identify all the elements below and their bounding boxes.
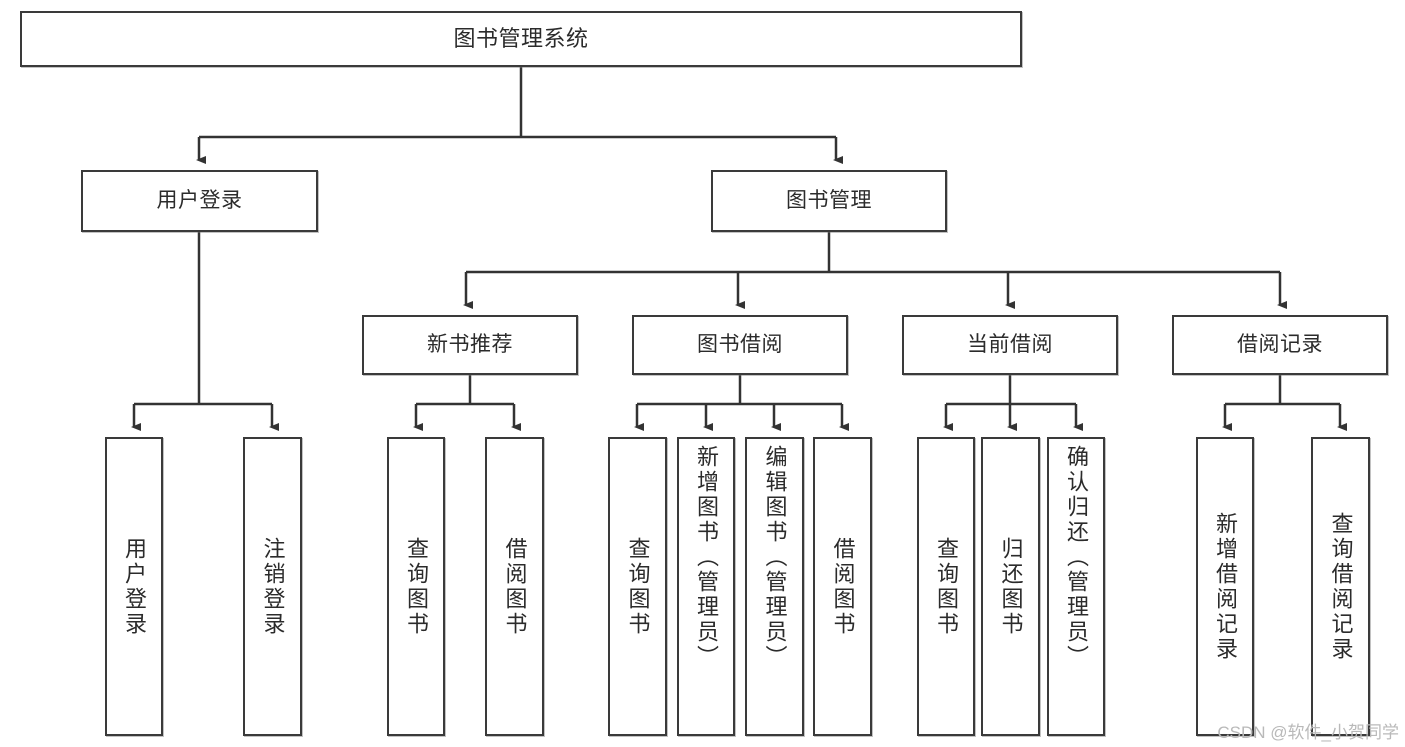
leaf-logout-login-label: 注销登录 (260, 536, 286, 637)
node-book-borrow[interactable]: 图书借阅 (632, 315, 848, 375)
leaf-query-book-3[interactable]: 查询图书 (917, 437, 975, 736)
leaf-query-borrow-record[interactable]: 查询借阅记录 (1311, 437, 1370, 736)
leaf-add-borrow-record-label: 新增借阅记录 (1213, 511, 1238, 662)
leaf-query-book-3-label: 查询图书 (934, 536, 959, 637)
leaf-edit-book-admin[interactable]: 编辑图书（管理员） (745, 437, 804, 736)
node-user-login-label: 用户登录 (156, 188, 243, 212)
leaf-query-borrow-record-label: 查询借阅记录 (1328, 511, 1354, 662)
leaf-query-book-2-label: 查询图书 (625, 536, 651, 637)
leaf-borrow-book-1[interactable]: 借阅图书 (485, 437, 544, 736)
leaf-borrow-book-1-label: 借阅图书 (502, 536, 528, 637)
node-current-borrow[interactable]: 当前借阅 (902, 315, 1118, 375)
node-root-label: 图书管理系统 (453, 26, 589, 52)
node-book-borrow-label: 图书借阅 (697, 332, 783, 356)
leaf-borrow-book-2[interactable]: 借阅图书 (813, 437, 872, 736)
node-book-manage-label: 图书管理 (786, 188, 872, 212)
node-borrow-record-label: 借阅记录 (1237, 332, 1323, 356)
leaf-query-book-1[interactable]: 查询图书 (387, 437, 445, 736)
leaf-add-borrow-record[interactable]: 新增借阅记录 (1196, 437, 1254, 736)
node-current-borrow-label: 当前借阅 (967, 332, 1053, 356)
leaf-logout-login[interactable]: 注销登录 (243, 437, 302, 736)
leaf-borrow-book-2-label: 借阅图书 (830, 536, 856, 637)
node-new-book-recommend[interactable]: 新书推荐 (362, 315, 578, 375)
node-new-book-recommend-label: 新书推荐 (427, 332, 513, 356)
leaf-user-login[interactable]: 用户登录 (105, 437, 163, 736)
leaf-query-book-2[interactable]: 查询图书 (608, 437, 667, 736)
leaf-add-book-admin[interactable]: 新增图书（管理员） (677, 437, 735, 736)
leaf-return-book[interactable]: 归还图书 (981, 437, 1040, 736)
node-user-login[interactable]: 用户登录 (81, 170, 318, 232)
node-borrow-record[interactable]: 借阅记录 (1172, 315, 1388, 375)
leaf-edit-book-admin-label: 编辑图书（管理员） (762, 445, 788, 670)
leaf-query-book-1-label: 查询图书 (404, 536, 429, 637)
node-root[interactable]: 图书管理系统 (20, 11, 1022, 67)
node-book-manage[interactable]: 图书管理 (711, 170, 947, 232)
leaf-user-login-label: 用户登录 (122, 536, 147, 637)
leaf-add-book-admin-label: 新增图书（管理员） (694, 445, 719, 670)
leaf-return-book-label: 归还图书 (998, 536, 1024, 637)
leaf-confirm-return-admin-label: 确认归还（管理员） (1064, 445, 1089, 670)
leaf-confirm-return-admin[interactable]: 确认归还（管理员） (1047, 437, 1105, 736)
watermark: CSDN @软件_小贺同学 (1217, 723, 1399, 742)
